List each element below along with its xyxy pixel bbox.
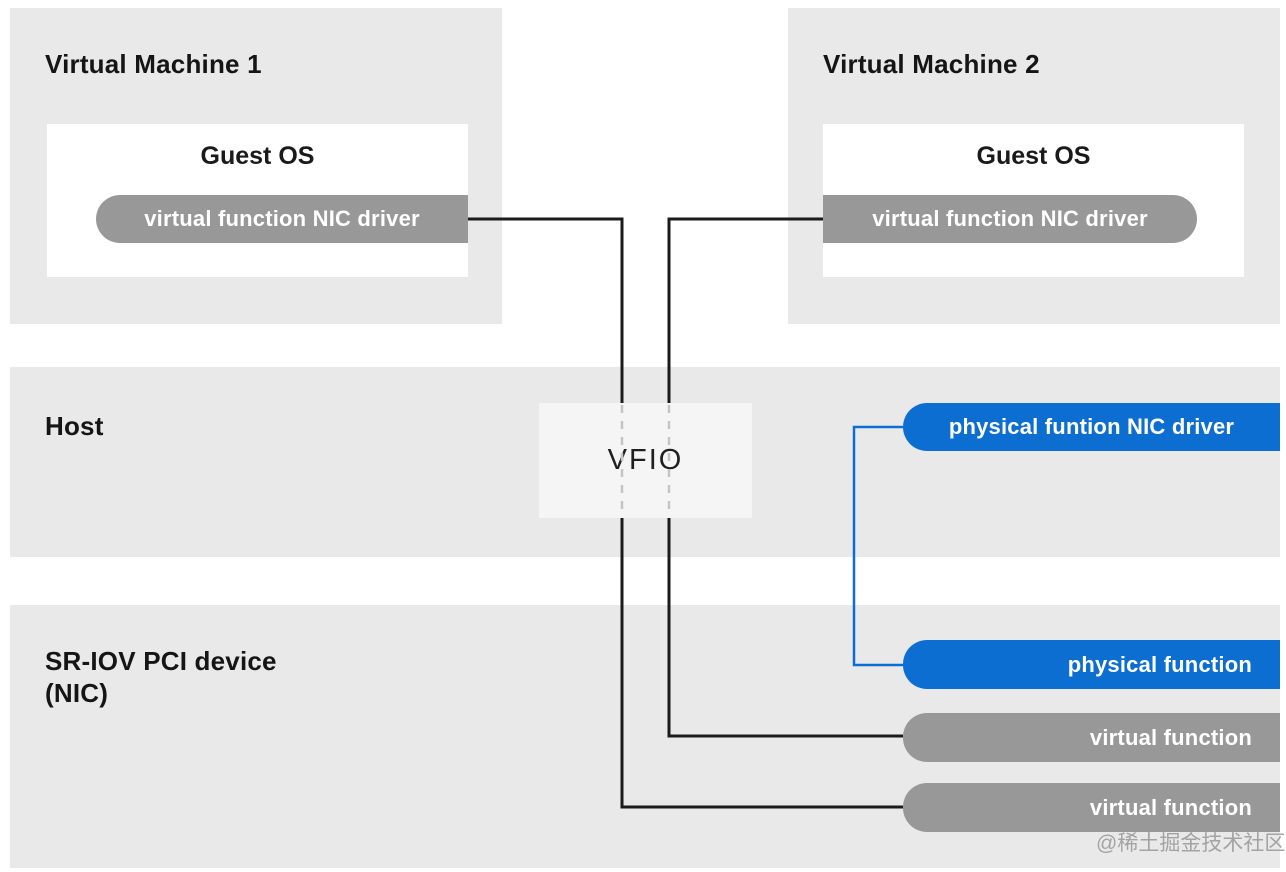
vm1-virtual-function-nic-driver-pill: virtual function NIC driver — [96, 195, 468, 243]
vfio-label: VFIO — [607, 444, 684, 476]
vm1-title: Virtual Machine 1 — [45, 49, 262, 79]
vfio-box: VFIO — [539, 403, 752, 518]
virtual-function-pill-2: virtual function — [903, 783, 1280, 832]
virtual-function-pill-1: virtual function — [903, 713, 1280, 762]
physical-function-nic-driver-pill: physical funtion NIC driver — [903, 403, 1280, 451]
vm2-guest-os-label: Guest OS — [976, 142, 1091, 170]
vm2-virtual-function-nic-driver-pill: virtual function NIC driver — [823, 195, 1197, 243]
device-title: SR-IOV PCI device (NIC) — [45, 646, 277, 708]
physical-function-pill: physical function — [903, 640, 1280, 689]
vm2-title: Virtual Machine 2 — [823, 49, 1040, 79]
watermark-text: @稀土掘金技术社区 — [1096, 832, 1286, 855]
vm1-guest-os-label: Guest OS — [200, 142, 315, 170]
host-title: Host — [45, 411, 104, 441]
